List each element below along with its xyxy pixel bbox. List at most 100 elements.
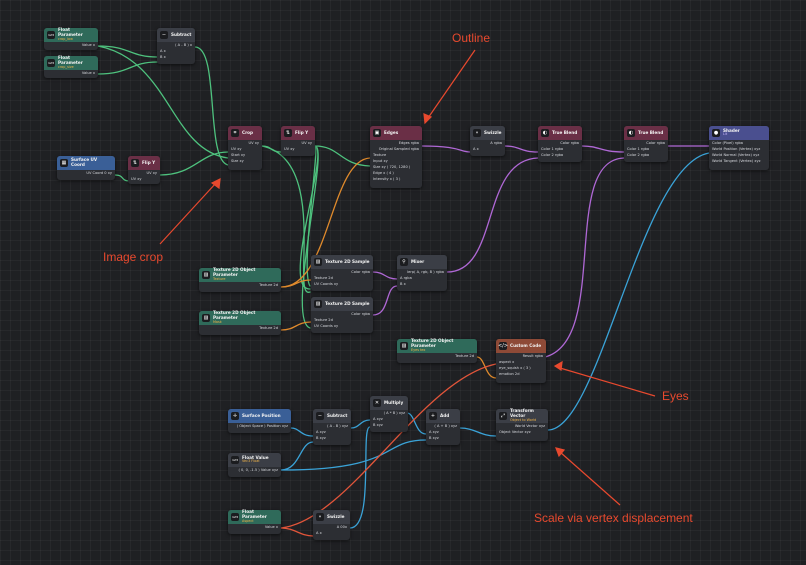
input-port[interactable]: Color (Pixel) rgba bbox=[712, 141, 743, 145]
node-title: Crop bbox=[242, 129, 254, 135]
input-port[interactable]: Color 2 rgba bbox=[627, 153, 650, 157]
input-port[interactable]: A x bbox=[473, 147, 479, 151]
edges-node[interactable]: ▣ Edges Edges rgba Original Sampled rgba… bbox=[370, 126, 422, 188]
node-header: ▨ Texture 2D Sample bbox=[311, 297, 373, 311]
output-port[interactable]: UV xy bbox=[146, 171, 158, 175]
output-port[interactable]: Color rgba bbox=[646, 141, 665, 145]
node-title: Float Parameter bbox=[58, 55, 83, 66]
output-port[interactable]: ( Object Space ) Position xyz bbox=[236, 424, 288, 428]
node-header: </> Custom Code bbox=[496, 339, 546, 353]
input-port[interactable]: A rgba bbox=[400, 276, 412, 280]
input-port[interactable]: B xyz bbox=[316, 436, 326, 440]
node-title: Shader bbox=[723, 127, 740, 133]
surface-uv-coord-node[interactable]: ▦ Surface UV Coord UV Coord 0 xy bbox=[57, 156, 115, 180]
input-port[interactable]: B xyz bbox=[429, 436, 439, 440]
node-title: Custom Code bbox=[510, 342, 542, 348]
swizzle-node[interactable]: ⑂ Swizzle A 00x A x bbox=[313, 510, 350, 540]
input-port[interactable]: Color 1 rgba bbox=[541, 147, 564, 151]
output-port[interactable]: World Vector xyz bbox=[514, 424, 545, 428]
subtract-node[interactable]: − Subtract ( A - B ) xyz A xyz B xyz bbox=[313, 409, 351, 445]
crop-node[interactable]: ⌗ Crop UV xy UV xy Start xy Size xy bbox=[228, 126, 262, 170]
output-port[interactable]: Texture 2d bbox=[455, 354, 474, 358]
input-port[interactable]: B x bbox=[400, 282, 406, 286]
input-port[interactable]: Input xy bbox=[373, 159, 388, 163]
output-port[interactable]: UV xy bbox=[248, 141, 260, 145]
plus-icon: + bbox=[429, 412, 437, 420]
wire bbox=[261, 145, 282, 153]
wire bbox=[504, 145, 539, 153]
output-port[interactable]: Result rgba bbox=[522, 354, 543, 358]
output-port[interactable]: Value x bbox=[264, 525, 278, 529]
input-port[interactable]: World Tangent (Vertex) xyz bbox=[712, 159, 761, 163]
input-port[interactable]: Edge x ( 4 ) bbox=[373, 171, 394, 175]
input-port[interactable]: UV Coords xy bbox=[314, 324, 339, 328]
node-subtitle: Object to World bbox=[510, 417, 537, 422]
output-port[interactable]: UV Coord 0 xy bbox=[86, 171, 112, 175]
input-port[interactable]: Size xy bbox=[231, 159, 244, 163]
true-blend-node[interactable]: ◐ True Blend Color rgba Color 1 rgba Col… bbox=[624, 126, 668, 162]
custom-code-node[interactable]: </> Custom Code Result rgba aspect x eye… bbox=[496, 339, 546, 383]
output-port[interactable]: Value x bbox=[81, 43, 95, 47]
true-blend-node[interactable]: ◐ True Blend Color rgba Color 1 rgba Col… bbox=[538, 126, 582, 162]
input-port[interactable]: Texture bbox=[373, 153, 387, 157]
node-header: ◐ True Blend bbox=[538, 126, 582, 140]
output-port[interactable]: Value x bbox=[81, 71, 95, 75]
input-port[interactable]: World Position (Vertex) xyz bbox=[712, 147, 761, 151]
input-port[interactable]: B xyz bbox=[373, 423, 383, 427]
flip-y-node[interactable]: ⇅ Flip Y UV xy UV xy bbox=[128, 156, 160, 184]
input-port[interactable]: Color 2 rgba bbox=[541, 153, 564, 157]
output-port[interactable]: Texture 2d bbox=[259, 326, 278, 330]
input-port[interactable]: A x bbox=[316, 531, 322, 535]
swizzle-icon: ⑂ bbox=[316, 513, 324, 521]
image-icon: ▨ bbox=[400, 342, 408, 350]
input-port[interactable]: emotion 2d bbox=[499, 372, 520, 376]
input-port[interactable]: eye_squish x ( 3 ) bbox=[499, 366, 531, 370]
input-port[interactable]: World Normal (Vertex) xyz bbox=[712, 153, 760, 157]
output-port[interactable]: A rgba bbox=[490, 141, 502, 145]
node-subtitle: Lit bbox=[723, 132, 728, 137]
input-port[interactable]: UV xy bbox=[231, 147, 242, 151]
texture-sample-node[interactable]: ▨ Texture 2D Sample Color rgba Texture 2… bbox=[311, 297, 373, 333]
subtract-node[interactable]: − Subtract ( A - B ) x A x B x bbox=[157, 28, 195, 64]
input-port[interactable]: Texture 2d bbox=[314, 318, 333, 322]
input-port[interactable]: UV xy bbox=[131, 177, 142, 181]
input-port[interactable]: Size xy ( 720, 1280 ) bbox=[373, 165, 411, 169]
flip-y-node[interactable]: ⇅ Flip Y UV xy UV xy bbox=[281, 126, 315, 156]
output-port[interactable]: Original Sampled rgba bbox=[378, 147, 419, 151]
output-port[interactable]: Edges rgba bbox=[398, 141, 419, 145]
swizzle-node[interactable]: ⑂ Swizzle A rgba A x bbox=[470, 126, 505, 156]
output-port[interactable]: UV xy bbox=[301, 141, 313, 145]
texture-sample-node[interactable]: ▨ Texture 2D Sample Color rgba Texture 2… bbox=[311, 255, 373, 291]
mixer-node[interactable]: ⚲ Mixer lerp( A, rgb, B ) rgba A rgba B … bbox=[397, 255, 447, 291]
input-port[interactable]: Intensity x ( 3 ) bbox=[373, 177, 401, 181]
input-port[interactable]: Object Vector xyz bbox=[499, 430, 531, 434]
output-port[interactable]: ( A - B ) x bbox=[175, 43, 192, 47]
multiply-node[interactable]: ✕ Multiply ( A * B ) xyz A xyz B xyz bbox=[370, 396, 408, 432]
add-node[interactable]: + Add ( A + B ) xyz A xyz B xyz bbox=[426, 409, 460, 445]
input-port[interactable]: UV Coords xy bbox=[314, 282, 339, 286]
input-port[interactable]: Color 1 rgba bbox=[627, 147, 650, 151]
output-port[interactable]: Color rgba bbox=[351, 312, 370, 316]
node-title: Add bbox=[440, 412, 450, 418]
node-header: ▦ Surface UV Coord bbox=[57, 156, 115, 170]
output-port[interactable]: lerp( A, rgb, B ) rgba bbox=[407, 270, 444, 274]
output-port[interactable]: Color rgba bbox=[560, 141, 579, 145]
input-port[interactable]: B x bbox=[160, 55, 166, 59]
input-port[interactable]: aspect x bbox=[499, 360, 515, 364]
surface-position-node[interactable]: ✛ Surface Position ( Object Space ) Posi… bbox=[228, 409, 291, 433]
output-port[interactable]: ( 0, 0, -1.5 ) Value xyz bbox=[238, 468, 278, 472]
input-port[interactable]: Start xy bbox=[231, 153, 246, 157]
input-port[interactable]: UV xy bbox=[284, 147, 295, 151]
image-icon: ▨ bbox=[202, 314, 210, 322]
output-port[interactable]: Texture 2d bbox=[259, 283, 278, 287]
